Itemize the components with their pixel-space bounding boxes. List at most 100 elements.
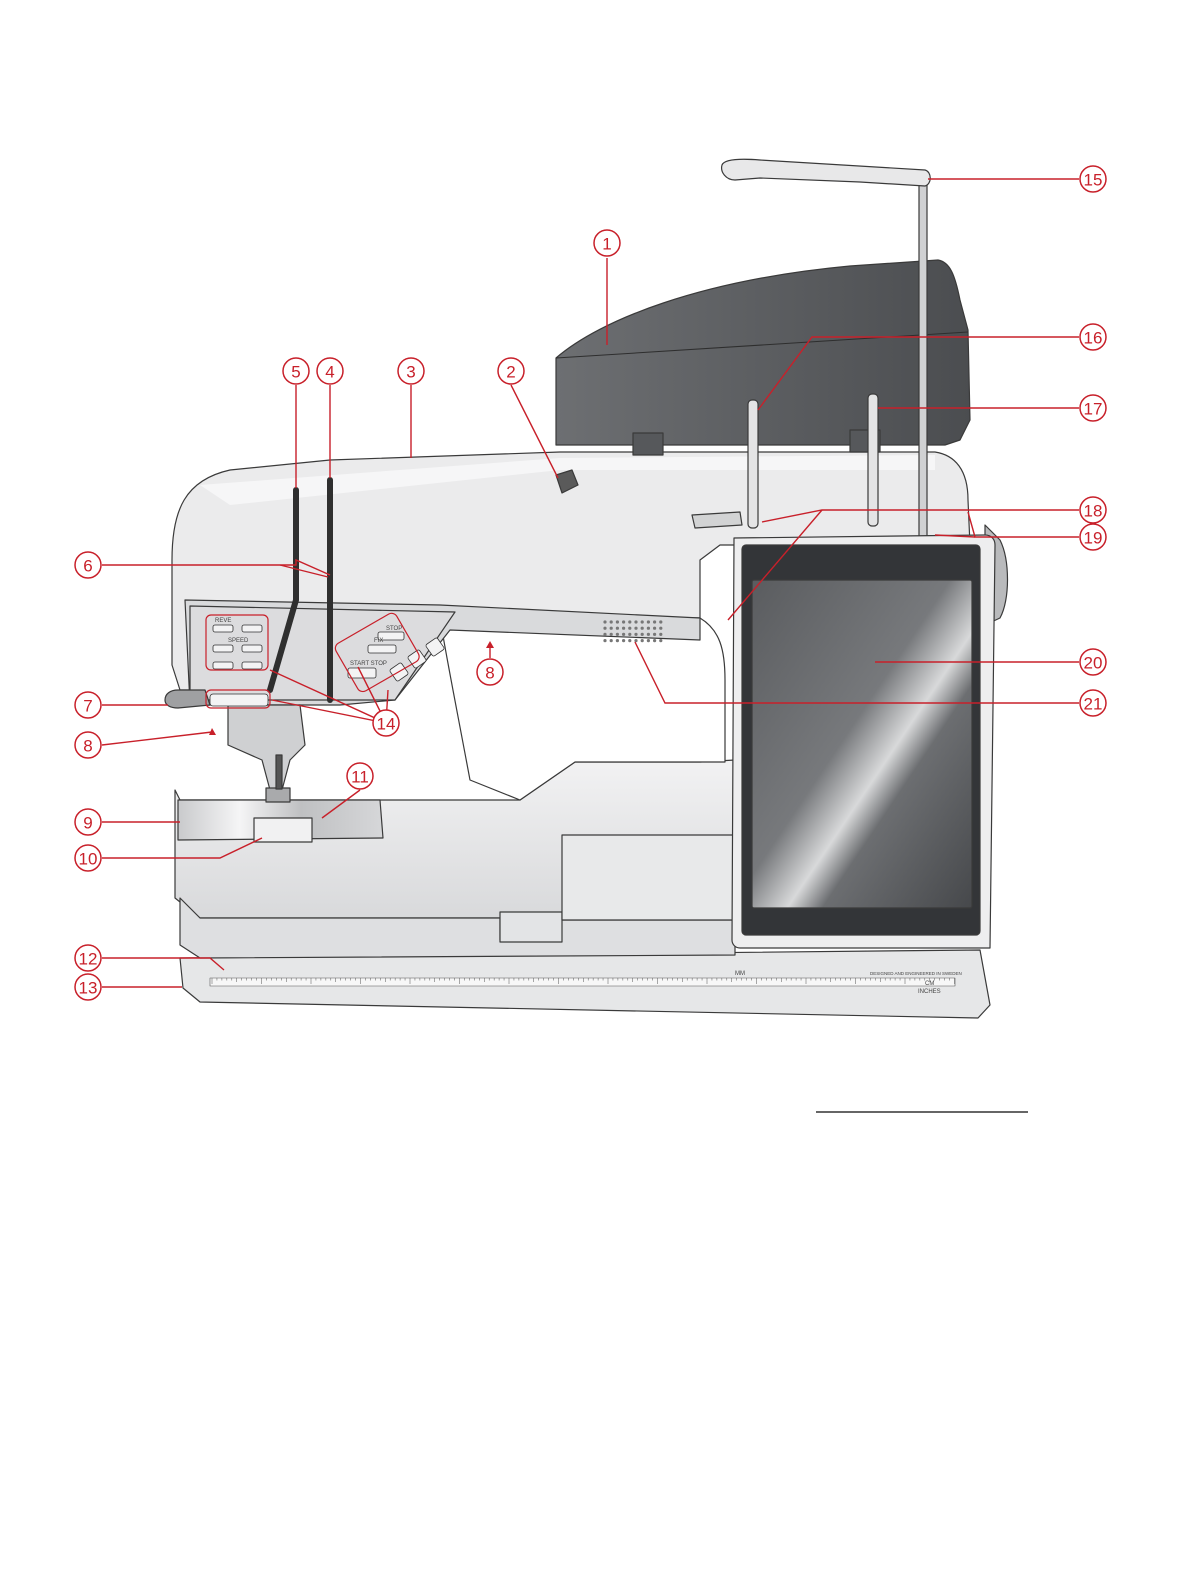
speaker-hole [610, 627, 613, 630]
callout-number: 15 [1084, 171, 1103, 190]
speaker-hole [641, 627, 644, 630]
machine [165, 159, 1008, 1018]
speaker-hole [647, 627, 650, 630]
callout-number: 6 [83, 557, 92, 576]
speaker-hole [622, 633, 625, 636]
callout-number: 2 [506, 363, 515, 382]
speaker-hole [616, 620, 619, 623]
speaker-hole [622, 639, 625, 642]
callout-9: 9 [75, 809, 101, 835]
speaker-hole [622, 620, 625, 623]
presser-lever [165, 690, 210, 708]
speaker-hole [628, 633, 631, 636]
speaker-hole [603, 627, 606, 630]
callout-8a: 8 [75, 732, 101, 758]
callout-18: 18 [1080, 497, 1106, 523]
callout-number: 13 [79, 979, 98, 998]
speaker-hole [634, 627, 637, 630]
label-stop: STOP [386, 626, 402, 632]
speaker-hole [616, 633, 619, 636]
speaker-hole [603, 639, 606, 642]
thread-guide-post [919, 178, 927, 543]
label-reverse: REVE [215, 618, 231, 624]
callout-16: 16 [1080, 324, 1106, 350]
speaker-hole [641, 620, 644, 623]
callout-number: 21 [1084, 695, 1103, 714]
callout-number: 3 [406, 363, 415, 382]
speaker-hole [659, 620, 662, 623]
callout-10: 10 [75, 845, 101, 871]
screen-display [752, 580, 972, 908]
callout-17: 17 [1080, 395, 1106, 421]
callout-4: 4 [317, 358, 343, 384]
ruler-brand-text: DESIGNED AND ENGINEERED IN SWEDEN [870, 971, 962, 976]
callout-number: 19 [1084, 529, 1103, 548]
callout-14: 14 [373, 710, 399, 736]
callout-2: 2 [498, 358, 524, 384]
callout-number: 8 [485, 664, 494, 683]
bed-right-block [562, 835, 735, 920]
thread-guide-top [692, 512, 742, 528]
speaker-hole [610, 633, 613, 636]
label-fix: FIX [374, 638, 383, 644]
speaker-hole [628, 627, 631, 630]
leader-8a [102, 732, 212, 745]
callout-number: 10 [79, 850, 98, 869]
callout-number: 4 [325, 363, 334, 382]
speaker-hole [616, 639, 619, 642]
speaker-hole [653, 633, 656, 636]
callout-20: 20 [1080, 649, 1106, 675]
speaker-hole [610, 639, 613, 642]
presser-foot [266, 788, 290, 802]
speaker-hole [603, 620, 606, 623]
callout-number: 11 [351, 768, 369, 787]
callout-7: 7 [75, 692, 101, 718]
panel-button-needle-stop [213, 662, 233, 669]
needle-bar [276, 755, 282, 789]
panel-button-speed-plus [242, 645, 262, 652]
callout-number: 20 [1084, 654, 1103, 673]
speaker-hole [622, 627, 625, 630]
callout-5: 5 [283, 358, 309, 384]
callout-number: 5 [291, 363, 300, 382]
callout-19: 19 [1080, 524, 1106, 550]
ruler-scale-band [210, 978, 955, 986]
speaker-hole [659, 639, 662, 642]
presser-foot-assembly [228, 705, 305, 790]
speaker-hole [647, 639, 650, 642]
speaker-hole [653, 627, 656, 630]
callout-11: 11 [347, 763, 373, 789]
callout-13: 13 [75, 974, 101, 1000]
callout-number: 12 [79, 950, 98, 969]
panel-button-fix [368, 645, 396, 653]
callout-number: 16 [1084, 329, 1103, 348]
callout-number: 17 [1084, 400, 1103, 419]
callout-6: 6 [75, 552, 101, 578]
callout-15: 15 [1080, 166, 1106, 192]
speaker-hole [641, 639, 644, 642]
speaker-hole [653, 639, 656, 642]
callout-3: 3 [398, 358, 424, 384]
callout-8b: 8 [477, 659, 503, 685]
ruler-mm-label: MM [735, 971, 745, 977]
speaker-hole [610, 620, 613, 623]
ruler-inches-label: INCHES [918, 989, 941, 995]
lid-hinge-left [633, 433, 663, 455]
thread-guide-arm [722, 159, 931, 186]
bobbin-cover [254, 818, 312, 842]
speaker-hole [634, 639, 637, 642]
speaker-hole [628, 639, 631, 642]
speaker-hole [603, 633, 606, 636]
speaker-hole [647, 620, 650, 623]
label-start-stop: START STOP [350, 661, 387, 667]
speaker-hole [616, 627, 619, 630]
callout-1: 1 [594, 230, 620, 256]
speaker-hole [628, 620, 631, 623]
callout-12: 12 [75, 945, 101, 971]
speaker-hole [647, 633, 650, 636]
callout-number: 9 [83, 814, 92, 833]
speaker-hole [659, 633, 662, 636]
spool-pin-right [868, 394, 878, 526]
speaker-hole [634, 633, 637, 636]
